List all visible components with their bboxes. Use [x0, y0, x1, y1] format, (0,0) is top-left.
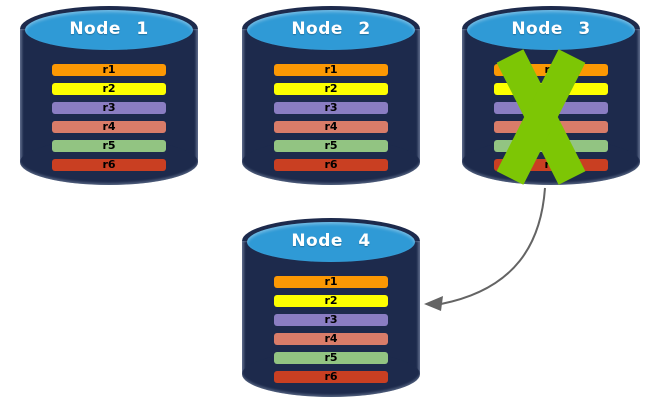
replica-label: r6	[544, 158, 558, 171]
replica-bar: r5	[274, 140, 388, 152]
replica-bar: r3	[274, 102, 388, 114]
replica-label: r3	[324, 313, 338, 326]
replica-label: r6	[324, 158, 338, 171]
replica-label: r6	[324, 370, 338, 383]
replica-bar: r2	[274, 295, 388, 307]
replica-label: r3	[544, 101, 558, 114]
replica-bar: r1	[494, 64, 608, 76]
node-title: Node 4	[291, 231, 371, 251]
node-2: Node 2 r1 r2 r3 r4 r5 r6	[242, 6, 420, 185]
cylinder-top-face	[247, 10, 415, 50]
replica-stack: r1 r2 r3 r4 r5 r6	[462, 64, 640, 178]
replica-bar: r4	[274, 333, 388, 345]
arrow-head-icon	[424, 296, 443, 311]
node-1: Node 1 r1 r2 r3 r4 r5 r6	[20, 6, 198, 185]
node-3: Node 3 r1 r2 r3 r4 r5 r6	[462, 6, 640, 185]
cylinder-top-face	[467, 10, 635, 50]
replica-bar: r6	[52, 159, 166, 171]
replica-label: r1	[324, 63, 338, 76]
replica-stack: r1 r2 r3 r4 r5 r6	[242, 276, 420, 390]
replica-bar: r3	[274, 314, 388, 326]
replica-label: r5	[102, 139, 116, 152]
replica-label: r2	[102, 82, 116, 95]
replica-stack: r1 r2 r3 r4 r5 r6	[242, 64, 420, 178]
replica-bar: r3	[52, 102, 166, 114]
replica-label: r1	[544, 63, 558, 76]
cylinder-top-face	[25, 10, 193, 50]
replica-bar: r5	[274, 352, 388, 364]
replica-bar: r2	[52, 83, 166, 95]
cylinder-top-face	[247, 222, 415, 262]
replica-bar: r6	[494, 159, 608, 171]
node-title: Node 2	[291, 19, 371, 39]
replica-label: r5	[324, 139, 338, 152]
replica-label: r5	[544, 139, 558, 152]
replica-bar: r6	[274, 371, 388, 383]
replica-label: r1	[102, 63, 116, 76]
replica-bar: r3	[494, 102, 608, 114]
replica-label: r4	[324, 332, 338, 345]
node-4: Node 4 r1 r2 r3 r4 r5 r6	[242, 218, 420, 397]
replica-label: r3	[324, 101, 338, 114]
replica-label: r2	[544, 82, 558, 95]
replica-bar: r5	[494, 140, 608, 152]
replica-bar: r4	[494, 121, 608, 133]
replica-label: r1	[324, 275, 338, 288]
replica-label: r4	[324, 120, 338, 133]
node-title: Node 1	[69, 19, 149, 39]
arrow-curve	[440, 187, 546, 305]
replica-bar: r4	[274, 121, 388, 133]
replica-bar: r1	[274, 64, 388, 76]
replica-label: r2	[324, 294, 338, 307]
replica-label: r3	[102, 101, 116, 114]
replica-label: r2	[324, 82, 338, 95]
replica-label: r6	[102, 158, 116, 171]
replica-bar: r6	[274, 159, 388, 171]
replica-bar: r4	[52, 121, 166, 133]
replica-stack: r1 r2 r3 r4 r5 r6	[20, 64, 198, 178]
node-title: Node 3	[511, 19, 591, 39]
replica-bar: r5	[52, 140, 166, 152]
replica-bar: r2	[274, 83, 388, 95]
replica-bar: r1	[52, 64, 166, 76]
replica-label: r5	[324, 351, 338, 364]
replica-bar: r1	[274, 276, 388, 288]
replica-label: r4	[102, 120, 116, 133]
replica-label: r4	[544, 120, 558, 133]
replica-bar: r2	[494, 83, 608, 95]
